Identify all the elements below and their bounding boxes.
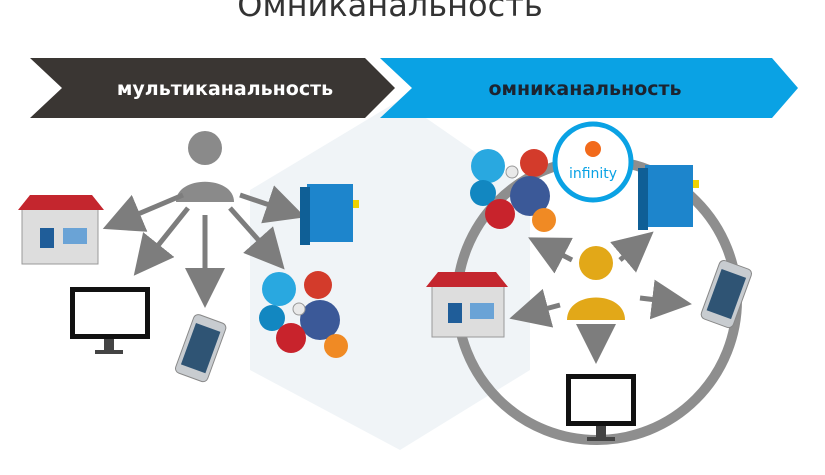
facebook-icon	[300, 300, 340, 340]
mail-icon	[292, 302, 306, 316]
pinterest-icon	[485, 199, 515, 229]
monitor-icon	[70, 287, 150, 354]
linkedin-icon	[470, 180, 496, 206]
user-icon	[567, 246, 625, 320]
book-icon	[638, 165, 699, 230]
phone-icon	[175, 314, 227, 383]
facebook-icon	[510, 176, 550, 216]
monitor-icon	[566, 374, 636, 441]
arrow-to-social	[228, 206, 285, 270]
pinterest-icon	[276, 323, 306, 353]
page-title: Омниканальность	[237, 0, 543, 24]
arrow-to-shop	[102, 192, 184, 232]
infinity-logo-text: infinity	[568, 166, 618, 182]
phone-icon	[700, 260, 753, 329]
rss-icon	[324, 334, 348, 358]
rss-icon	[532, 208, 556, 232]
arrow-to-book	[239, 185, 306, 224]
linkedin-icon	[259, 305, 285, 331]
arrow-to-phone-right	[639, 279, 692, 320]
shop-icon	[426, 272, 508, 338]
user-icon	[176, 131, 234, 202]
social-cluster-right	[470, 149, 556, 232]
multichannel-label: мультиканальность	[116, 78, 334, 100]
arrow-to-book-right	[610, 231, 654, 273]
arrow-to-shop-right	[509, 288, 561, 328]
logo-infinity	[552, 121, 634, 203]
shop-icon	[18, 195, 104, 265]
omnichannel-label: омниканальность	[488, 78, 682, 100]
mail-icon	[505, 165, 519, 179]
social-cluster-left	[259, 271, 348, 358]
twitter-icon	[471, 149, 505, 183]
gplus-icon	[304, 271, 332, 299]
arrow-to-social-right	[528, 237, 574, 274]
gplus-icon	[520, 149, 548, 177]
arrow-to-monitor	[133, 206, 190, 276]
twitter-icon	[262, 272, 296, 306]
omnichannel-banner-arrow	[380, 58, 798, 118]
book-icon	[300, 184, 359, 245]
multichannel-banner-arrow	[30, 58, 395, 118]
